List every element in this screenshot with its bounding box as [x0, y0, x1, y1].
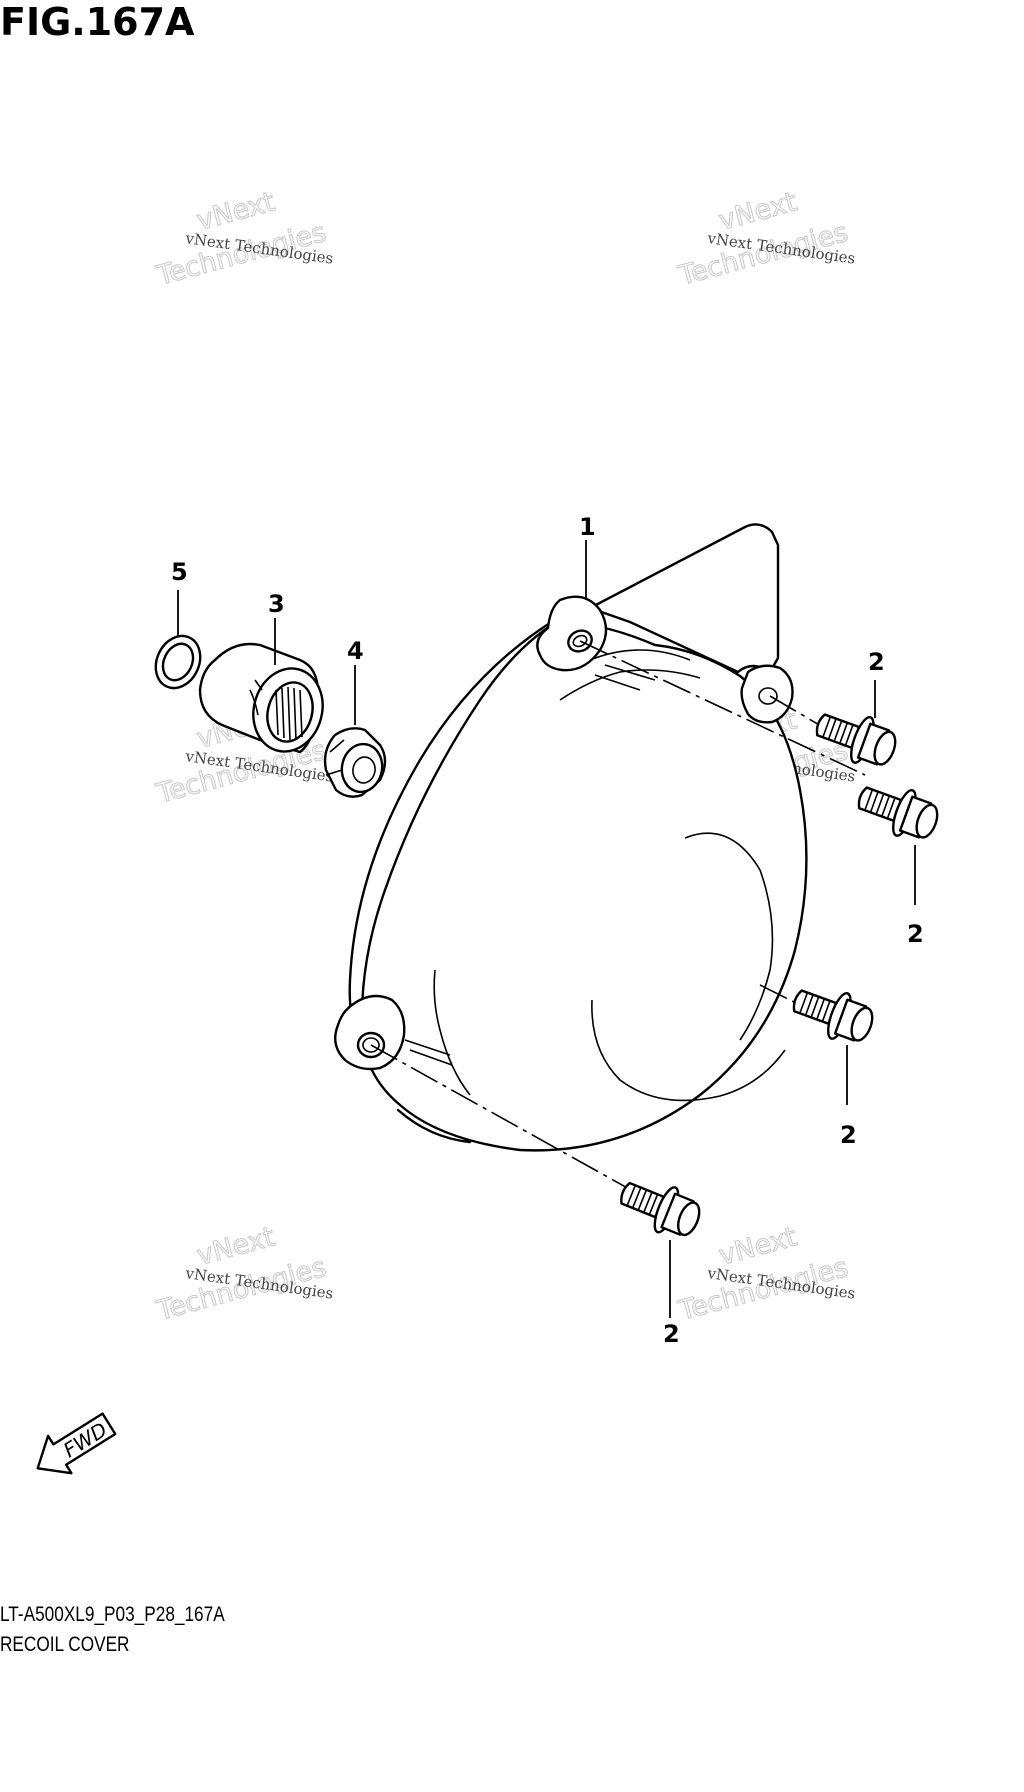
watermark-top-left: vNext Technologies vNext Technologies: [152, 186, 334, 293]
centerline-top: [579, 640, 866, 776]
bolt-upper-a: [815, 713, 897, 766]
bolt-middle: [792, 989, 874, 1042]
callout-bolt-c: 2: [840, 1121, 857, 1149]
watermark-bottom-left: vNext Technologies vNext Technologies: [152, 1221, 334, 1328]
svg-text:vNext: vNext: [194, 186, 278, 236]
o-ring: [154, 634, 202, 690]
callout-bolt-a: 2: [868, 648, 885, 676]
bearing: [198, 642, 324, 754]
svg-text:vNext: vNext: [716, 1221, 800, 1271]
fwd-arrow-icon: FWD: [36, 1412, 117, 1475]
drawing-name: RECOIL COVER: [0, 1633, 130, 1656]
nut: [323, 727, 387, 798]
watermark-top-right: vNext Technologies vNext Technologies: [674, 186, 856, 293]
callout-bolt-d: 2: [663, 1320, 680, 1348]
figure-title: FIG.167A: [0, 0, 195, 44]
callout-nut: 4: [347, 637, 364, 665]
callout-bearing: 3: [268, 590, 285, 618]
centerline-bottom: [370, 1044, 641, 1196]
centerline-mid-right: [759, 984, 801, 1006]
watermark-bottom-right: vNext Technologies vNext Technologies: [674, 1221, 856, 1328]
callout-o-ring: 5: [171, 558, 188, 586]
bolt-bottom: [620, 1181, 701, 1237]
bolt-upper-b: [857, 786, 939, 839]
svg-text:vNext: vNext: [716, 186, 800, 236]
callout-bolt-b: 2: [907, 920, 924, 948]
drawing-code: LT-A500XL9_P03_P28_167A: [0, 1603, 225, 1626]
recoil-cover: [334, 523, 808, 1152]
callout-recoil-cover: 1: [579, 513, 596, 541]
svg-text:vNext: vNext: [194, 1221, 278, 1271]
